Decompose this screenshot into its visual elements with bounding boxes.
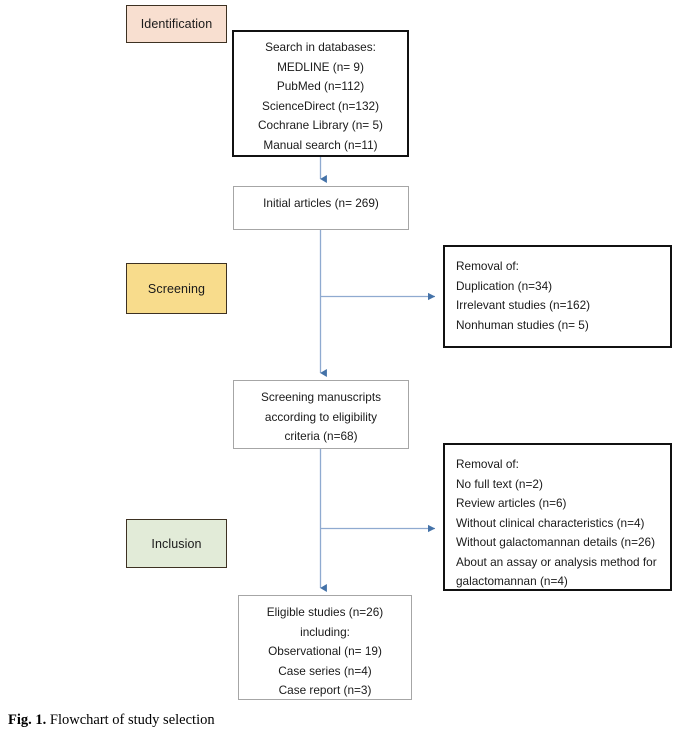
box-line: Eligible studies (n=26) xyxy=(266,605,384,619)
box-line: Case report (n=3) xyxy=(278,683,372,697)
figure-caption-label: Fig. 1. xyxy=(8,712,47,728)
stage-label-identification-text: Identification xyxy=(140,17,213,31)
stage-label-inclusion: Inclusion xyxy=(126,519,227,568)
box-line: Initial articles (n= 269) xyxy=(263,196,379,210)
box-removal-eligibility: Removal of: No full text (n=2) Review ar… xyxy=(443,443,672,591)
box-line: Cochrane Library (n= 5) xyxy=(258,118,383,132)
box-line: ScienceDirect (n=132) xyxy=(261,98,380,113)
figure-caption-text: Flowchart of study selection xyxy=(46,712,215,728)
box-search-in-databases: Search in databases: MEDLINE (n= 9) PubM… xyxy=(232,30,409,157)
box-line: Search in databases: xyxy=(265,40,376,54)
box-line: Case series (n=4) xyxy=(278,663,372,678)
box-line: Removal of: xyxy=(456,457,519,471)
box-initial-articles: Initial articles (n= 269) xyxy=(233,186,409,230)
box-line: Screening manuscripts xyxy=(261,390,381,404)
stage-label-screening-text: Screening xyxy=(147,281,206,296)
box-line: PubMed (n=112) xyxy=(276,79,365,93)
box-line: including: xyxy=(300,624,350,639)
box-line: MEDLINE (n= 9) xyxy=(277,59,364,74)
box-line: No full text (n=2) xyxy=(456,476,543,491)
box-removal-screening: Removal of: Duplication (n=34) Irrelevan… xyxy=(443,245,672,348)
box-eligible-studies: Eligible studies (n=26) including: Obser… xyxy=(238,595,412,700)
box-line: Removal of: xyxy=(456,259,519,273)
box-line: criteria (n=68) xyxy=(284,429,358,443)
box-line: Without clinical characteristics (n=4) xyxy=(456,515,645,530)
stage-label-screening: Screening xyxy=(126,263,227,314)
box-line: Observational (n= 19) xyxy=(268,644,382,658)
box-screening-manuscripts: Screening manuscripts according to eligi… xyxy=(233,380,409,449)
box-line: Without galactomannan details (n=26) xyxy=(456,535,656,549)
box-line: Irrelevant studies (n=162) xyxy=(456,298,591,312)
box-line: About an assay or analysis method for xyxy=(456,554,657,569)
box-line: Nonhuman studies (n= 5) xyxy=(456,317,589,332)
box-line: according to eligibility xyxy=(264,409,378,424)
box-line: Review articles (n=6) xyxy=(456,496,567,510)
stage-label-identification: Identification xyxy=(126,5,227,43)
figure-caption: Fig. 1. Flowchart of study selection xyxy=(8,712,215,729)
box-line: Duplication (n=34) xyxy=(456,278,553,293)
box-line: Manual search (n=11) xyxy=(263,137,378,152)
box-line: galactomannan (n=4) xyxy=(456,574,568,588)
stage-label-inclusion-text: Inclusion xyxy=(151,536,202,551)
